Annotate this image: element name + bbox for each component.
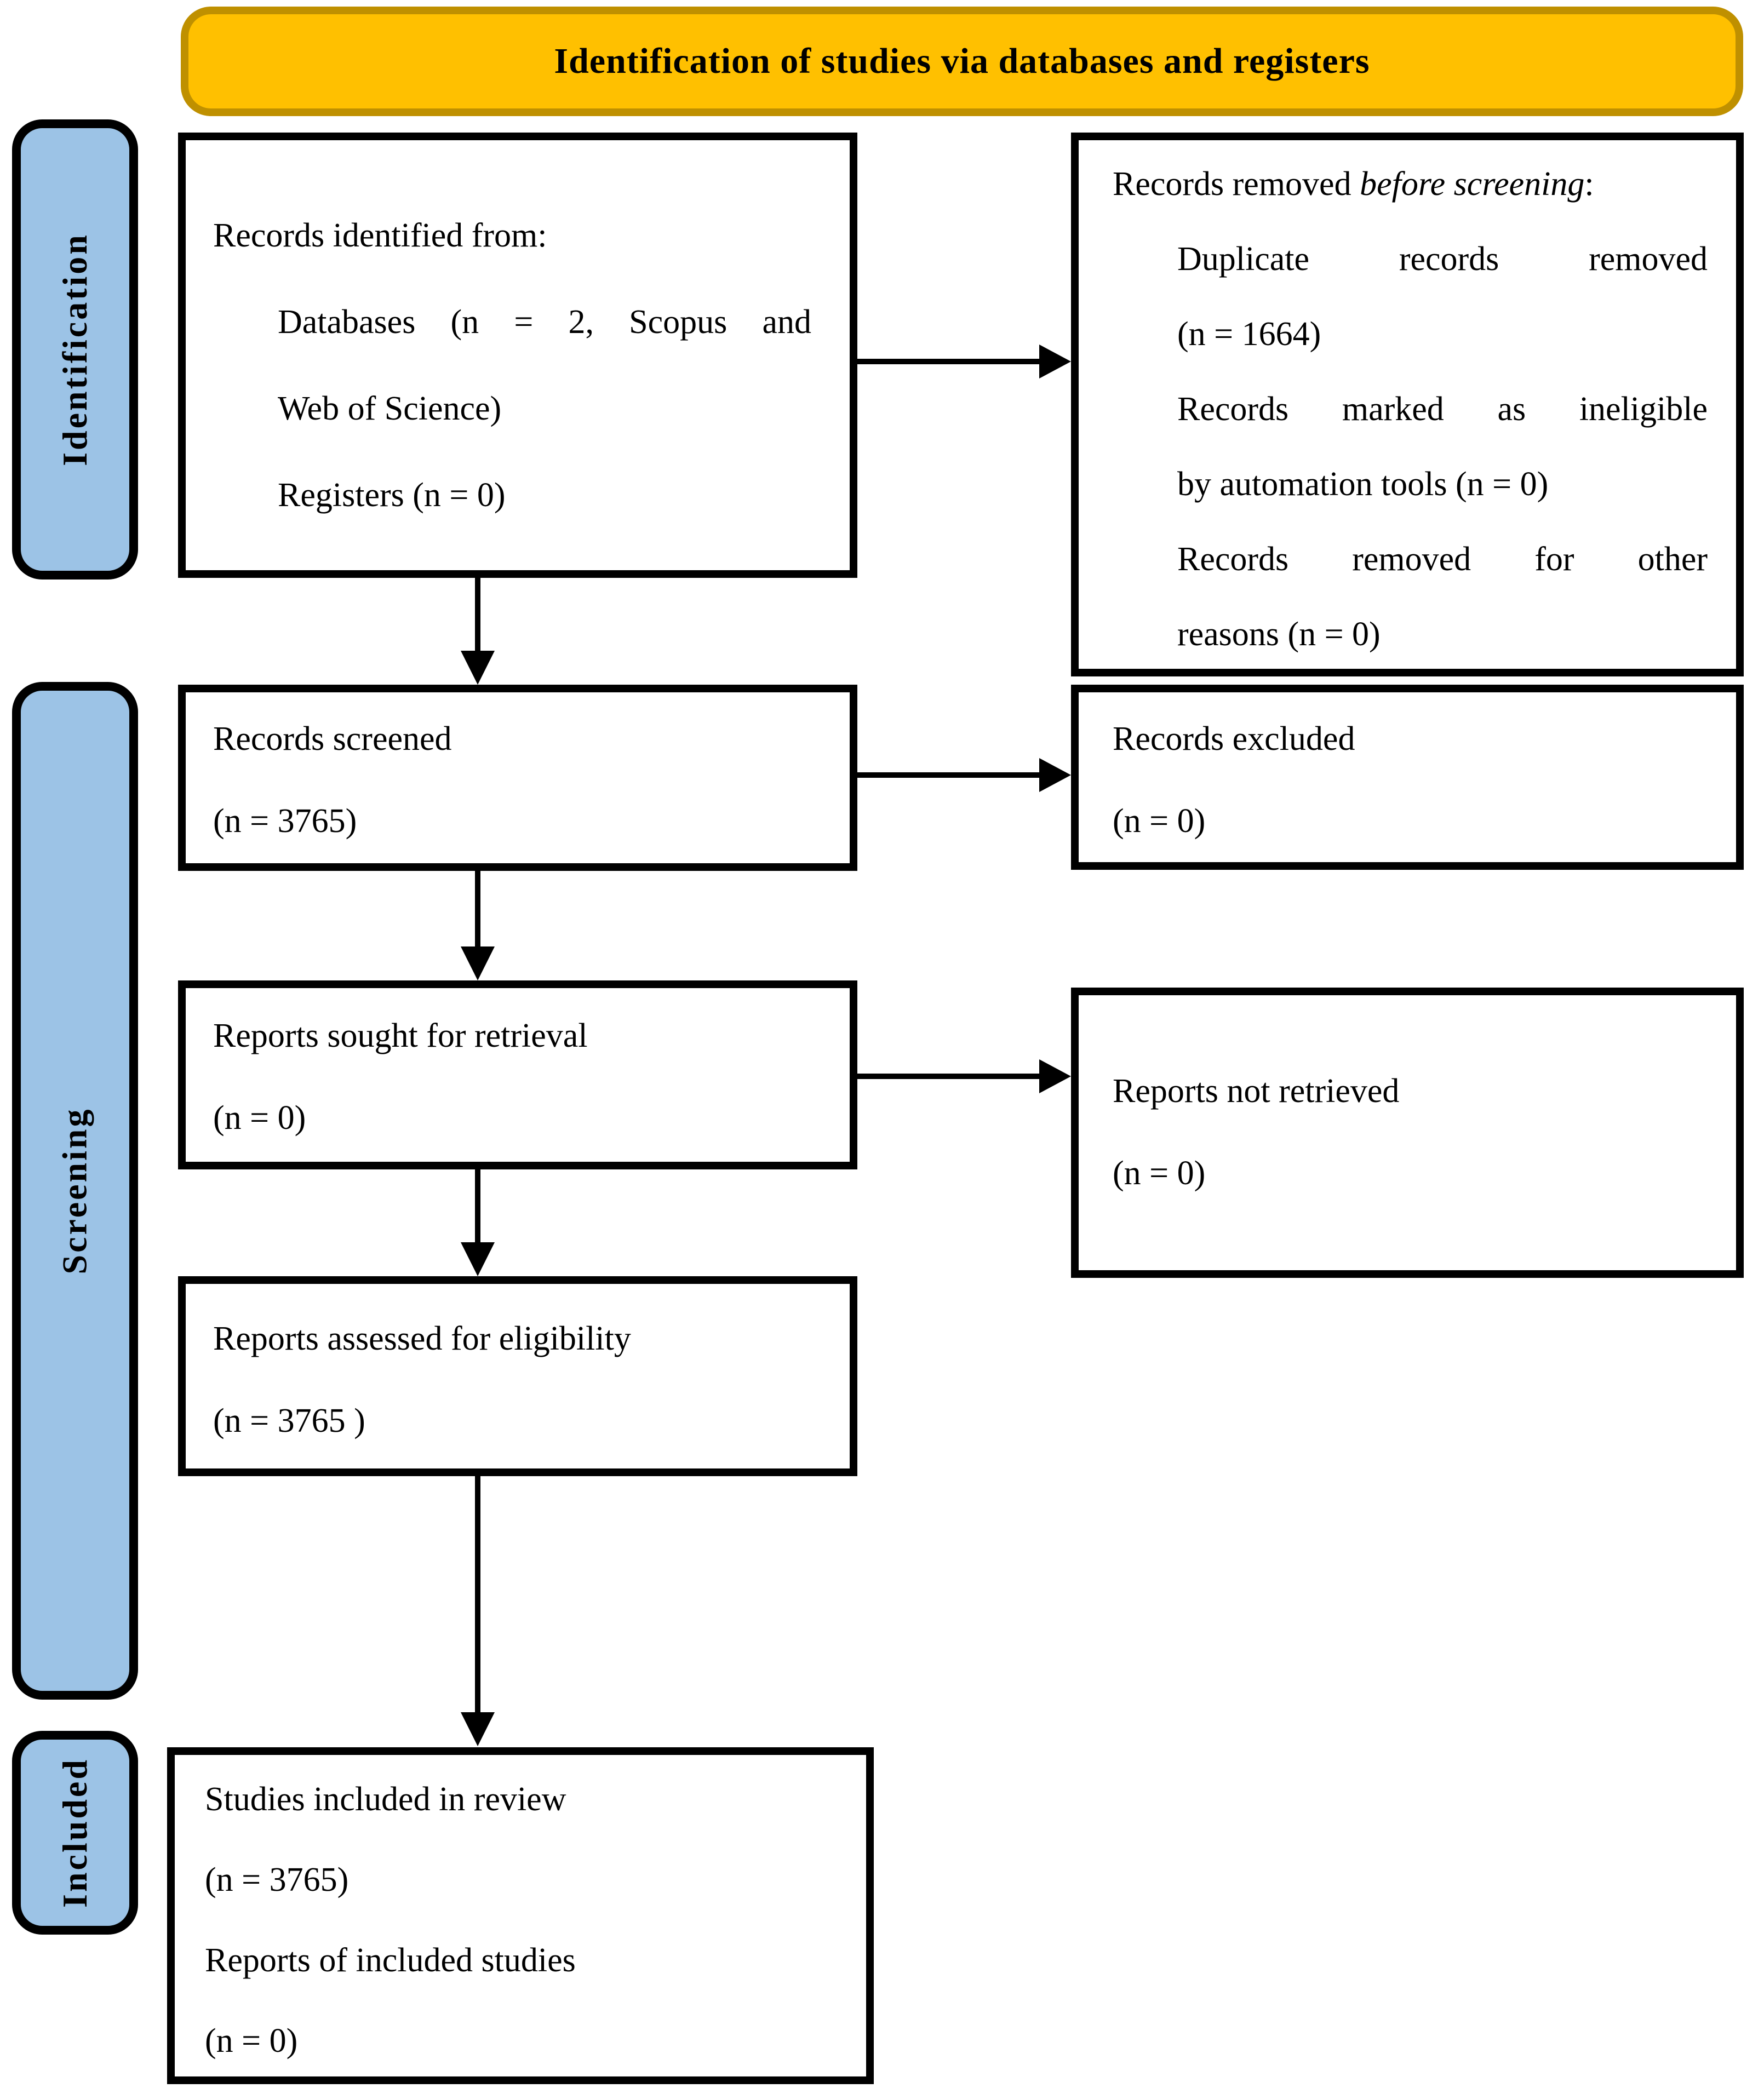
- arrow-identified-to-screened-shaft: [475, 578, 480, 652]
- studies-included-line: Studies included in review: [205, 1781, 566, 1818]
- box-studies-included: Studies included in review (n = 3765) Re…: [167, 1747, 874, 2084]
- box-records-removed-before-screening: Records removed before screening: Duplic…: [1071, 133, 1744, 676]
- arrow-screened-to-excluded-head: [1039, 758, 1071, 792]
- arrow-assessed-to-included-shaft: [475, 1476, 480, 1713]
- reports-included-count: (n = 0): [205, 2022, 298, 2059]
- box-records-screened: Records screened (n = 3765): [178, 685, 857, 871]
- ineligible-line: Records marked as ineligible: [1177, 391, 1708, 428]
- reports-sought-line: Reports sought for retrieval: [213, 1017, 588, 1054]
- reports-included-line: Reports of included studies: [205, 1942, 576, 1979]
- stage-label-identification-text: Identification: [55, 233, 94, 466]
- arrow-identified-to-removed-shaft: [857, 359, 1042, 364]
- banner-identification-via-databases: Identification of studies via databases …: [181, 7, 1743, 116]
- arrow-screened-to-sought-shaft: [475, 871, 480, 948]
- records-removed-heading-italic: before screening: [1360, 165, 1585, 203]
- reports-assessed-line: Reports assessed for eligibility: [213, 1320, 631, 1357]
- stage-label-identification: Identification: [12, 119, 138, 580]
- arrow-sought-to-assessed-shaft: [475, 1169, 480, 1243]
- automation-tools-line: by automation tools (n = 0): [1177, 466, 1549, 503]
- stage-label-screening: Screening: [12, 682, 138, 1700]
- records-screened-line: Records screened: [213, 720, 452, 758]
- records-identified-registers-line: Registers (n = 0): [278, 477, 506, 514]
- arrow-identified-to-screened-head: [461, 651, 495, 685]
- box-records-identified: Records identified from: Databases (n = …: [178, 133, 857, 578]
- records-excluded-count: (n = 0): [1113, 802, 1206, 840]
- reports-not-retrieved-line: Reports not retrieved: [1113, 1072, 1400, 1110]
- arrow-sought-to-notretrieved-shaft: [857, 1074, 1042, 1079]
- arrow-identified-to-removed-head: [1039, 345, 1071, 378]
- box-reports-assessed: Reports assessed for eligibility (n = 37…: [178, 1276, 857, 1476]
- banner-title: Identification of studies via databases …: [554, 41, 1370, 81]
- records-removed-heading: Records removed before screening:: [1113, 147, 1708, 222]
- arrow-screened-to-excluded-shaft: [857, 772, 1042, 778]
- records-excluded-line: Records excluded: [1113, 720, 1355, 758]
- box-reports-not-retrieved: Reports not retrieved (n = 0): [1071, 988, 1744, 1278]
- arrow-sought-to-notretrieved-head: [1039, 1059, 1071, 1093]
- records-screened-count: (n = 3765): [213, 802, 357, 840]
- studies-included-count: (n = 3765): [205, 1861, 349, 1898]
- arrow-sought-to-assessed-head: [461, 1242, 495, 1276]
- arrow-assessed-to-included-head: [461, 1712, 495, 1746]
- box-reports-sought: Reports sought for retrieval (n = 0): [178, 980, 857, 1169]
- records-removed-heading-prefix: Records removed: [1113, 165, 1360, 203]
- records-identified-line: Records identified from:: [213, 217, 547, 254]
- other-reasons-line: Records removed for other: [1177, 541, 1708, 578]
- records-identified-databases-line: Databases (n = 2, Scopus and: [278, 303, 811, 341]
- records-identified-wos-line: Web of Science): [278, 390, 502, 427]
- arrow-screened-to-sought-head: [461, 946, 495, 980]
- other-reasons-count: reasons (n = 0): [1177, 616, 1381, 653]
- reports-assessed-count: (n = 3765 ): [213, 1402, 365, 1439]
- stage-label-included-text: Included: [55, 1758, 94, 1908]
- box-records-excluded: Records excluded (n = 0): [1071, 685, 1744, 870]
- reports-not-retrieved-count: (n = 0): [1113, 1155, 1206, 1192]
- reports-sought-count: (n = 0): [213, 1099, 306, 1137]
- stage-label-included: Included: [12, 1731, 138, 1935]
- duplicates-removed-count: (n = 1664): [1177, 315, 1321, 353]
- records-removed-heading-suffix: :: [1584, 165, 1594, 203]
- duplicates-removed-line: Duplicate records removed: [1177, 240, 1708, 278]
- stage-label-screening-text: Screening: [55, 1107, 94, 1275]
